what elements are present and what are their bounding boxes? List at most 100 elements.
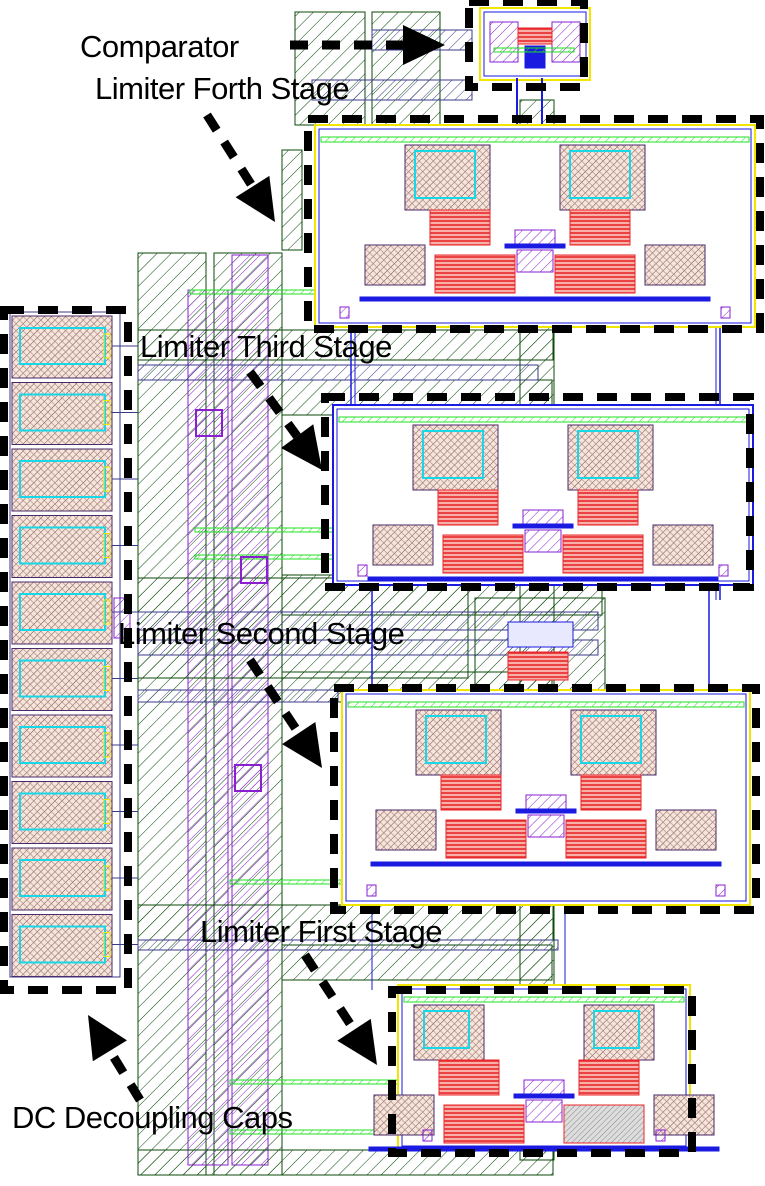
stage2-load-plate [425, 715, 487, 764]
interconnect-cell [507, 651, 569, 681]
label-comparator: Comparator [80, 29, 239, 64]
stage3-bias-left [372, 524, 434, 566]
decoupling-cap [11, 448, 113, 512]
cap-plate [19, 593, 106, 631]
comparator-input-pair [517, 27, 553, 45]
stage4-boundary [314, 124, 756, 328]
stage4-load-left [404, 144, 491, 211]
stage4-mosfet [434, 254, 516, 294]
cap-terminal [103, 333, 111, 359]
dc-caps-outline [0, 306, 132, 994]
cap-plate [19, 460, 106, 498]
stage2-pad [715, 884, 726, 897]
stage2-mosfet [565, 819, 647, 859]
label-limiter-third-stage: Limiter Third Stage [140, 329, 392, 364]
stage3-mosfet [562, 534, 644, 574]
label-limiter-second-stage: Limiter Second Stage [118, 616, 405, 651]
decoupling-cap [11, 581, 113, 645]
stage2-bus [515, 808, 577, 814]
stage1-mosfet [563, 1104, 645, 1144]
stage4-load-plate [569, 150, 631, 199]
label-dc-decoupling-caps: DC Decoupling Caps [12, 1100, 293, 1135]
decoupling-cap [11, 914, 113, 977]
stage1-bias-right [653, 1094, 715, 1136]
cap-terminal [103, 533, 111, 558]
metal-band [137, 1149, 554, 1176]
arrow-stage2-head [282, 721, 322, 768]
stage4-bias-left [364, 244, 426, 286]
stage3-tail-source [524, 529, 562, 553]
stage4-tail-source [516, 249, 554, 273]
decoupling-cap [11, 714, 113, 778]
stage2-mosfet [440, 774, 502, 811]
annotation-arrows [88, 25, 445, 1103]
stage1-tail-source [525, 1099, 563, 1123]
stage3-mosfet [577, 489, 639, 526]
arrow-dc-caps-head [88, 1015, 127, 1062]
stage2-load-right [570, 709, 657, 776]
stage2-guard-ring [345, 693, 747, 902]
stage3-load-left [412, 424, 499, 491]
cap-terminal [103, 799, 111, 824]
metal-band [137, 329, 554, 361]
cap-plate [19, 393, 106, 432]
comparator-device [489, 21, 519, 63]
stage1-mosfet [443, 1104, 525, 1144]
stage3-diff-pair [522, 509, 564, 525]
cap-terminal [103, 400, 111, 425]
metal-strap [137, 689, 339, 703]
stage4-output-bus [359, 296, 711, 302]
stage1-diff-pair [523, 1079, 565, 1095]
cap-plate [19, 659, 106, 698]
cap-plate [19, 925, 106, 964]
stage3-outline [321, 393, 754, 591]
arrow-stage3-head [281, 424, 322, 470]
stage2-bias-left [375, 809, 437, 851]
comparator-device [551, 21, 581, 63]
via-contact [195, 409, 223, 437]
stage1-mosfet [438, 1059, 500, 1096]
cap-plate [19, 526, 106, 565]
stage2-bias-right [655, 809, 717, 851]
stage3-load-plate [422, 430, 484, 479]
stage4-load-right [559, 144, 646, 211]
stage1-load-plate [593, 1010, 640, 1049]
arrow-stage4-shaft [203, 112, 257, 189]
via-contact [240, 556, 268, 584]
stage4-outline [304, 115, 764, 333]
stage4-mosfet [569, 209, 631, 246]
stage4-pad [339, 306, 350, 319]
via-strip [231, 254, 269, 1166]
comparator-core [483, 11, 587, 77]
cap-terminal [103, 466, 111, 492]
stage2-load-left [415, 709, 502, 776]
stage1-mosfet [578, 1059, 640, 1096]
arrow-stage1-shaft [301, 952, 358, 1033]
stage1-pad [422, 1129, 433, 1142]
stage1-pad [655, 1129, 666, 1142]
stage3-mosfet [437, 489, 499, 526]
stage4-bus [504, 243, 566, 249]
cap-terminal [103, 599, 111, 625]
metal-strap [137, 364, 539, 381]
stage4-pad [720, 306, 731, 319]
stage1-output-bus [368, 1146, 720, 1152]
stage2-tail-source [527, 814, 565, 838]
metal-block [294, 11, 366, 126]
stage4-guard-ring [318, 128, 752, 324]
decoupling-cap [11, 648, 113, 711]
arrow-stage4-head [235, 175, 275, 222]
cap-plate [19, 859, 106, 897]
stage2-diff-pair [525, 794, 567, 810]
stage4-diff-pair [514, 229, 556, 245]
stage2-output-bus [370, 861, 722, 867]
arrow-dc-caps-shaft [106, 1048, 144, 1103]
stage3-load-right [567, 424, 654, 491]
stage1-bus [513, 1093, 575, 1099]
stage3-pad [357, 564, 368, 577]
decoupling-cap [11, 847, 113, 911]
cap-terminal [103, 932, 111, 957]
metal-band [281, 944, 553, 981]
cap-plate [19, 792, 106, 831]
